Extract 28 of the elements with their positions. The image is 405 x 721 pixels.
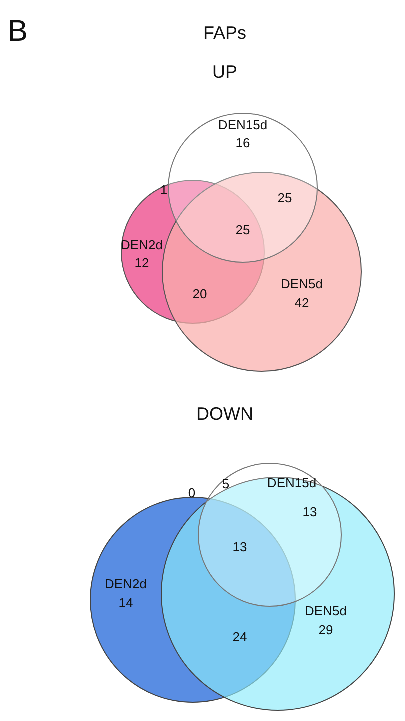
section-heading: UP (212, 63, 238, 81)
count-label: 29 (318, 624, 334, 636)
venn-circle (90, 497, 296, 703)
set-label: DEN2d (105, 578, 147, 590)
set-label: DEN15d (218, 118, 268, 132)
count-label: 25 (236, 224, 250, 236)
count-label: 13 (302, 506, 318, 518)
venn-circle (168, 113, 318, 263)
set-label: DEN5d (305, 604, 347, 618)
count-label: 20 (192, 288, 208, 300)
count-label: 42 (294, 296, 310, 310)
section-heading: DOWN (196, 405, 254, 423)
chart-title: FAPs (204, 24, 246, 42)
venn-circle (198, 463, 342, 607)
count-label: 13 (232, 540, 248, 554)
count-label: 0 (188, 486, 196, 500)
count-label: 25 (278, 192, 292, 204)
panel-letter: B (8, 17, 28, 47)
set-label: DEN5d (281, 278, 323, 290)
count-label: 14 (118, 596, 134, 610)
count-label: 12 (134, 256, 150, 270)
count-label: 24 (232, 630, 248, 644)
count-label: DEN15d (267, 476, 317, 490)
set-label: DEN2d (121, 238, 163, 252)
count-label: 1 (160, 184, 168, 196)
count-label: 16 (236, 136, 250, 150)
venn-circle (162, 172, 362, 372)
set-label: 5 (222, 478, 230, 490)
